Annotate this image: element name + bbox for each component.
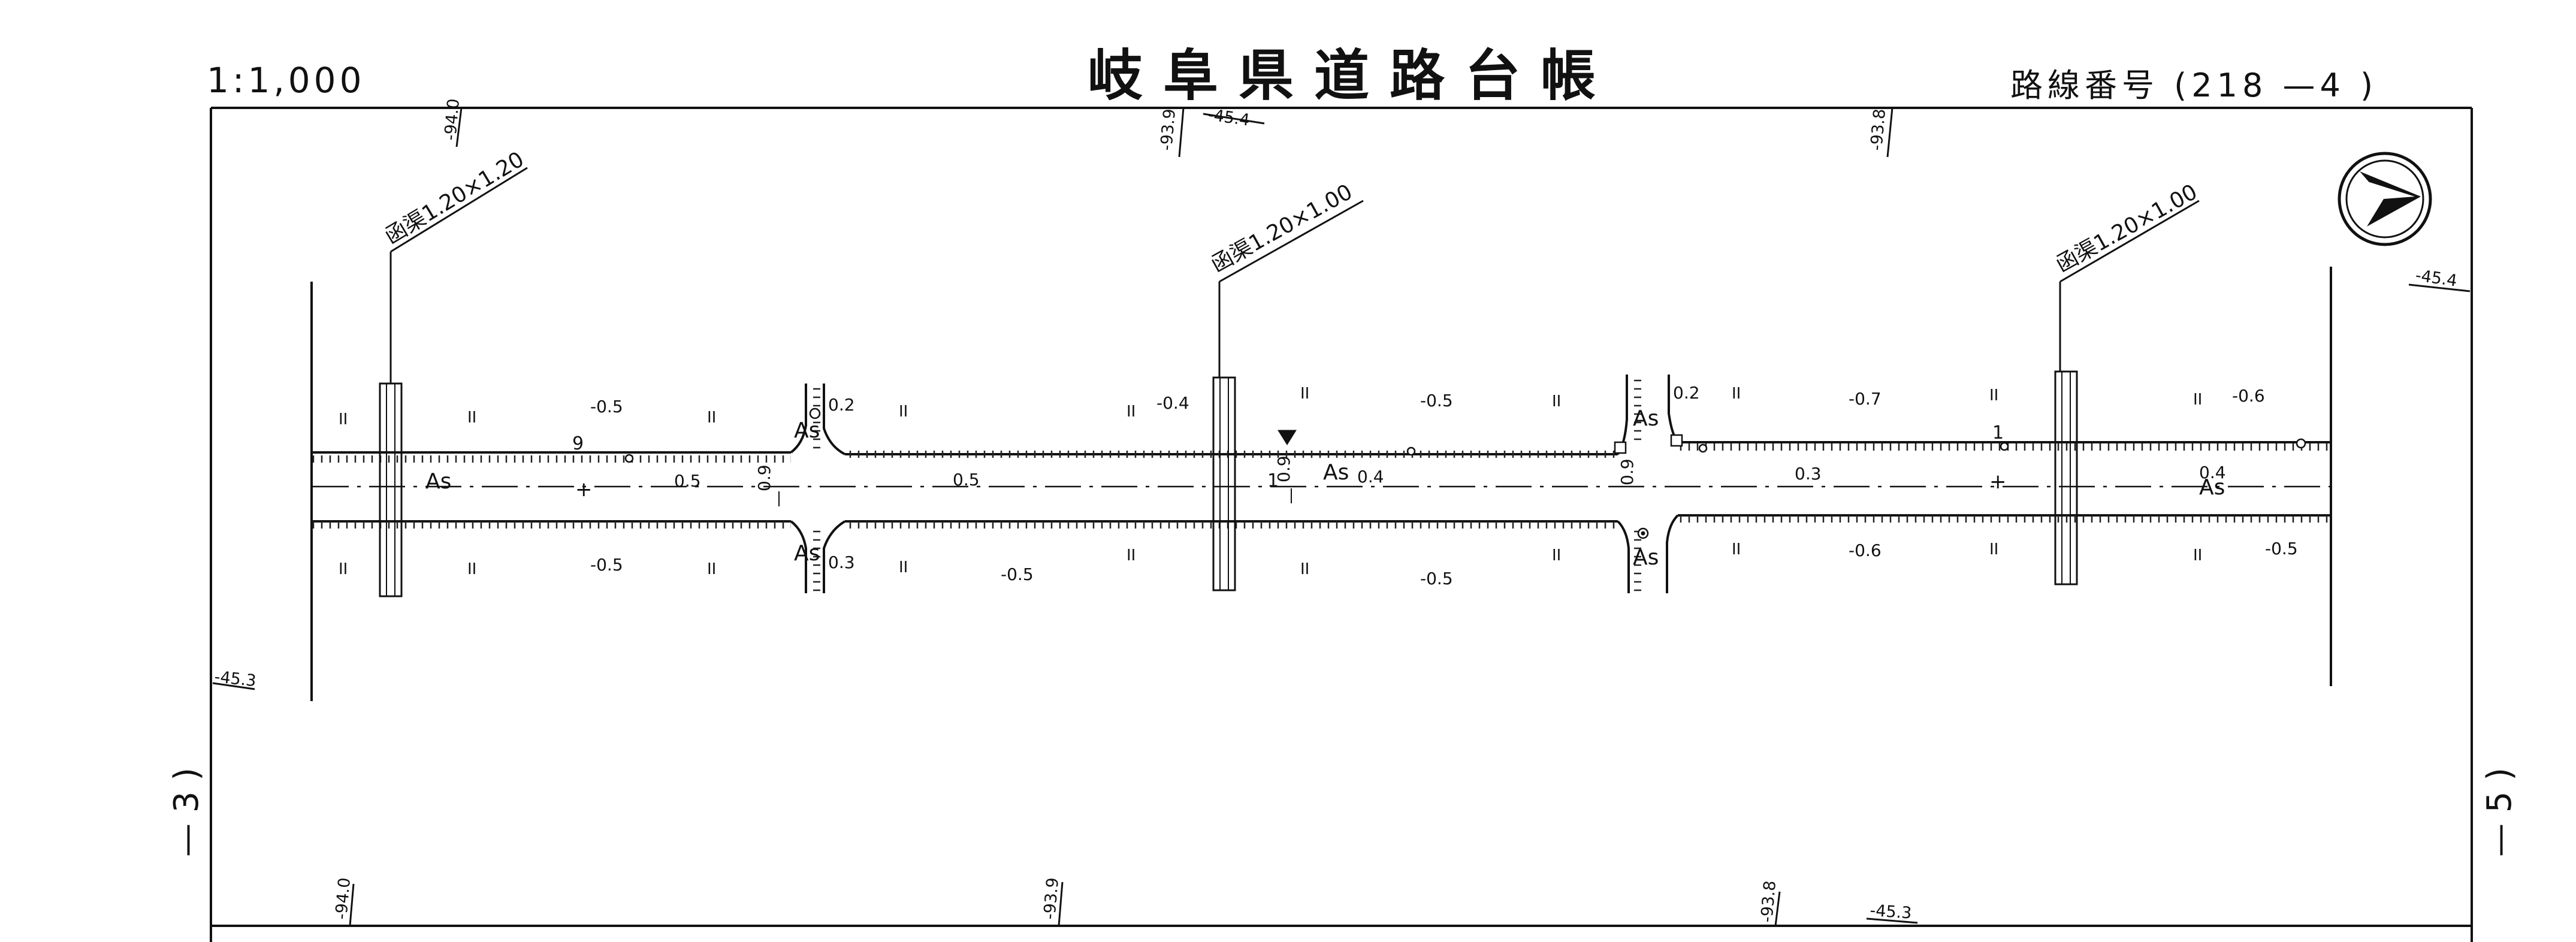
map-scale: 1:1,000 — [207, 60, 366, 101]
svg-text:1: 1 — [1992, 422, 2004, 443]
svg-text:-0.5: -0.5 — [1420, 569, 1453, 588]
svg-text:As: As — [1633, 545, 1659, 570]
svg-text:As: As — [794, 541, 820, 566]
svg-text:+: + — [1989, 470, 2007, 494]
svg-text:II: II — [1552, 547, 1561, 564]
culvert-1: 函渠1.20×1.20 — [379, 147, 529, 597]
svg-text:-93.8: -93.8 — [1757, 880, 1780, 923]
svg-text:0.9: 0.9 — [754, 464, 774, 491]
culvert-label: 函渠1.20×1.00 — [1207, 180, 1356, 277]
grass-marks: II II II II II II II II II II II II II I… — [339, 385, 2202, 578]
svg-text:II: II — [467, 560, 476, 578]
route-number: 路線番号 (218 —4 ) — [2010, 59, 2378, 106]
spot-heights: -0.5 -0.4 -0.5 -0.7 -0.6 -0.5 -0.5 -0.5 … — [590, 386, 2298, 588]
route-value: (218 —4 ) — [2174, 67, 2378, 104]
svg-text:+: + — [575, 478, 593, 502]
svg-text:As: As — [1323, 460, 1349, 485]
width-values: 0.5 0.5 0.4 0.3 0.4 0.2 0.3 0.2 0.9 0.9 … — [572, 383, 2226, 572]
svg-text:0.3: 0.3 — [1795, 464, 1822, 484]
svg-text:II: II — [1989, 541, 1998, 558]
svg-text:II: II — [2193, 391, 2202, 409]
svg-text:0.4: 0.4 — [1357, 467, 1384, 487]
svg-text:II: II — [2193, 547, 2202, 564]
svg-text:II: II — [467, 409, 476, 427]
svg-text:As: As — [1633, 406, 1659, 431]
svg-text:0.5: 0.5 — [674, 471, 701, 491]
svg-text:0.9: 0.9 — [1274, 455, 1294, 482]
svg-text:0.3: 0.3 — [828, 552, 855, 572]
map-title: 岐阜県道路台帳 — [1088, 44, 1617, 108]
svg-text:0.4: 0.4 — [2199, 463, 2226, 482]
pavement-labels: As As As As As As As — [425, 406, 2225, 570]
svg-text:0.5: 0.5 — [953, 470, 980, 490]
svg-text:II: II — [707, 560, 716, 578]
svg-text:-93.8: -93.8 — [1867, 108, 1889, 151]
svg-text:II: II — [1127, 403, 1136, 421]
svg-text:II: II — [1300, 385, 1309, 403]
sheet-frame — [210, 107, 2473, 942]
svg-text:-45.3: -45.3 — [1870, 901, 1913, 923]
svg-text:II: II — [899, 403, 908, 421]
svg-text:-0.6: -0.6 — [2232, 386, 2265, 406]
svg-text:-0.5: -0.5 — [2265, 539, 2298, 558]
svg-text:As: As — [2199, 475, 2225, 500]
svg-text:-0.6: -0.6 — [1849, 541, 1882, 560]
margin-mark-left: — 3 ) — [167, 768, 206, 857]
route-label: 路線番号 — [2010, 67, 2159, 104]
svg-text:II: II — [1552, 393, 1561, 410]
svg-text:— 5 ): — 5 ) — [2480, 768, 2519, 857]
svg-text:-0.5: -0.5 — [1420, 391, 1453, 410]
culvert-2: 函渠1.20×1.00 — [1207, 180, 1364, 591]
svg-text:-0.4: -0.4 — [1156, 393, 1189, 413]
svg-text:II: II — [1300, 560, 1309, 578]
svg-text:0.2: 0.2 — [828, 395, 855, 415]
road-centerline: + + — [313, 470, 2331, 502]
svg-text:-0.5: -0.5 — [590, 555, 623, 575]
culvert-label: 函渠1.20×1.20 — [381, 147, 529, 249]
svg-text:II: II — [899, 558, 908, 576]
svg-text:As: As — [794, 418, 820, 443]
svg-text:-94.0: -94.0 — [441, 98, 463, 141]
svg-text:II: II — [339, 410, 348, 428]
svg-text:0.9: 0.9 — [1617, 458, 1637, 485]
road-edges — [310, 267, 2332, 701]
svg-text:-45.4: -45.4 — [1207, 105, 1251, 129]
svg-text:-93.9: -93.9 — [1157, 108, 1179, 151]
svg-text:-94.0: -94.0 — [332, 877, 354, 920]
svg-text:9: 9 — [572, 433, 584, 454]
svg-text:II: II — [707, 409, 716, 427]
margin-mark-right: — 5 ) — [2480, 768, 2519, 857]
north-arrow-icon — [2338, 152, 2432, 246]
svg-text:-0.5: -0.5 — [1001, 564, 1034, 584]
svg-text:II: II — [1989, 387, 1998, 404]
svg-text:II: II — [1732, 541, 1741, 558]
culvert-3: 函渠1.20×1.00 — [2052, 180, 2201, 585]
svg-text:-0.7: -0.7 — [1849, 389, 1882, 409]
svg-text:0.2: 0.2 — [1673, 383, 1700, 403]
svg-text:— 3 ): — 3 ) — [167, 768, 206, 857]
culvert-label: 函渠1.20×1.00 — [2052, 180, 2201, 277]
svg-text:-0.5: -0.5 — [590, 397, 623, 416]
svg-text:II: II — [1127, 547, 1136, 564]
svg-text:1: 1 — [1267, 470, 1279, 491]
survey-marks — [624, 407, 2306, 539]
svg-text:-93.9: -93.9 — [1040, 877, 1062, 920]
svg-text:II: II — [339, 560, 348, 578]
svg-text:-45.3: -45.3 — [213, 668, 257, 690]
svg-text:As: As — [425, 469, 451, 494]
svg-text:II: II — [1732, 385, 1741, 403]
